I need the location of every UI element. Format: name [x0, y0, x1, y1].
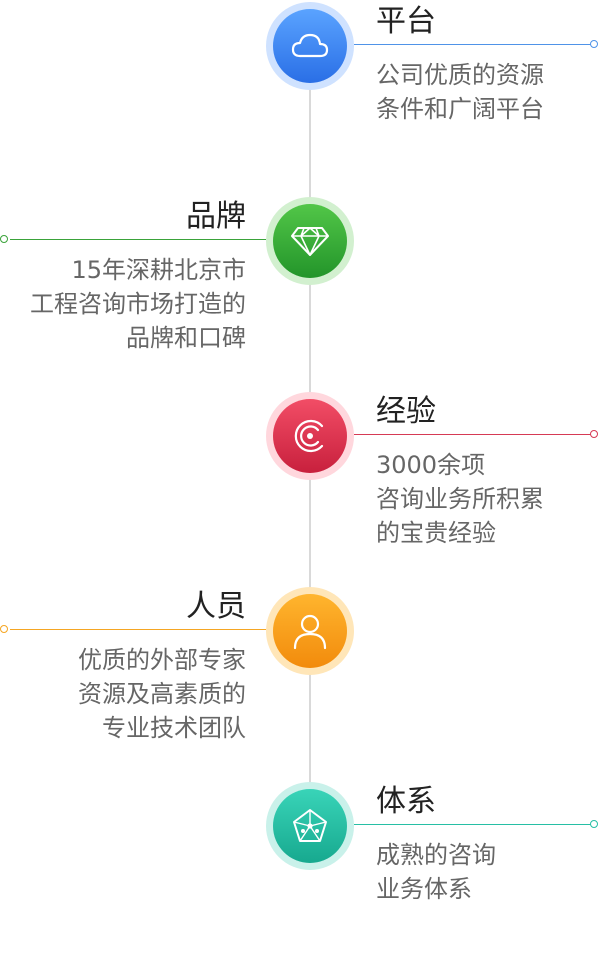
connector-line: [10, 629, 266, 630]
item-title: 平台: [376, 4, 436, 39]
item-title: 经验: [376, 394, 436, 429]
node-ring: [266, 2, 354, 90]
connector-line: [354, 824, 592, 825]
network-icon: [290, 806, 330, 846]
item-title: 人员: [186, 589, 246, 624]
diamond-icon: [290, 224, 330, 258]
timeline-item-platform: 平台 公司优质的资源 条件和广阔平台: [0, 2, 600, 192]
node-ring: [266, 392, 354, 480]
node-ring: [266, 587, 354, 675]
timeline-item-system: 体系 成熟的咨询 业务体系: [0, 782, 600, 972]
item-description: 3000余项 咨询业务所积累 的宝贵经验: [376, 451, 544, 547]
timeline-item-brand: 品牌 15年深耕北京市 工程咨询市场打造的 品牌和口碑: [0, 197, 600, 387]
item-title: 体系: [376, 784, 436, 819]
connector-dot: [0, 625, 8, 633]
signal-icon: [290, 416, 330, 456]
user-icon: [291, 611, 329, 651]
item-description: 公司优质的资源 条件和广阔平台: [376, 61, 544, 123]
timeline-item-personnel: 人员 优质的外部专家 资源及高素质的 专业技术团队: [0, 587, 600, 777]
node-ring: [266, 197, 354, 285]
connector-line: [354, 44, 592, 45]
connector-dot: [590, 430, 598, 438]
connector-line: [354, 434, 592, 435]
item-description: 成熟的咨询 业务体系: [376, 841, 496, 903]
connector-dot: [590, 820, 598, 828]
item-description: 优质的外部专家 资源及高素质的 专业技术团队: [78, 646, 246, 742]
connector-line: [10, 239, 266, 240]
timeline: 平台 公司优质的资源 条件和广阔平台 品牌 15年深耕北京市 工程咨询市场打造的: [0, 2, 600, 903]
item-description: 15年深耕北京市 工程咨询市场打造的 品牌和口碑: [30, 256, 246, 352]
connector-dot: [0, 235, 8, 243]
timeline-item-experience: 经验 3000余项 咨询业务所积累 的宝贵经验: [0, 392, 600, 582]
connector-dot: [590, 40, 598, 48]
item-title: 品牌: [186, 199, 246, 234]
node-ring: [266, 782, 354, 870]
cloud-icon: [290, 30, 330, 62]
